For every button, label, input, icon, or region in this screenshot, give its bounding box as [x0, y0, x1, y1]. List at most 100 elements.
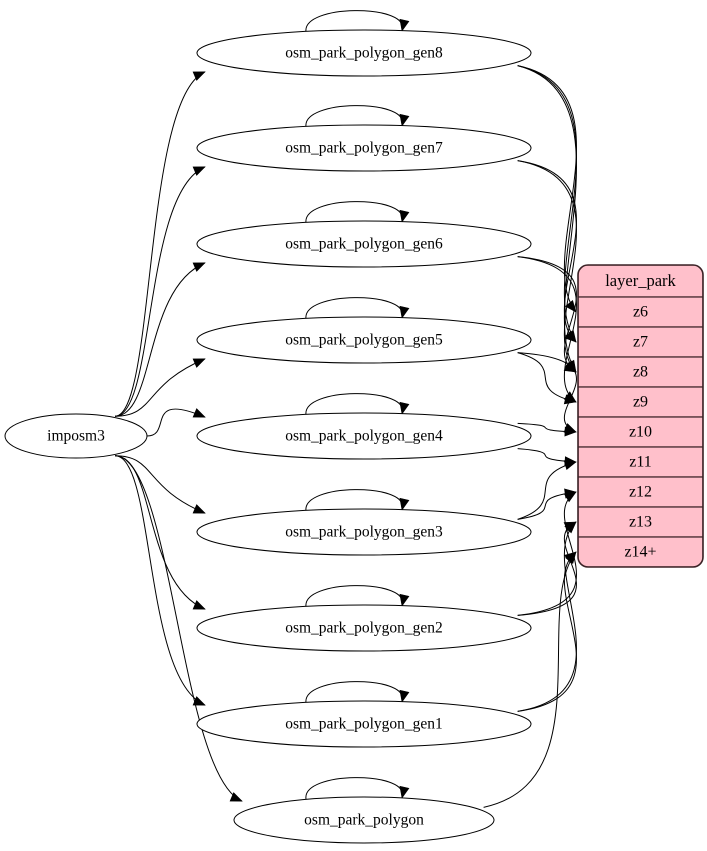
self-loop-arrowhead — [399, 401, 410, 415]
edge-arrowhead — [565, 551, 577, 565]
node-ellipse[interactable] — [196, 700, 532, 748]
edge-table-to-zoom-row — [517, 521, 577, 712]
node-ellipse[interactable] — [196, 316, 532, 364]
graph-node-osm_park_polygon_gen5[interactable]: osm_park_polygon_gen5 — [196, 316, 532, 364]
node-label: osm_park_polygon — [304, 812, 424, 829]
self-loop-edge — [305, 105, 403, 128]
graph-node-osm_park_polygon_gen3[interactable]: osm_park_polygon_gen3 — [196, 508, 532, 556]
edge-table-to-zoom-row — [517, 422, 577, 433]
edge-arrowhead — [229, 792, 243, 802]
node-ellipse[interactable] — [196, 29, 532, 77]
edge-table-to-zoom-row — [483, 551, 577, 808]
table-row-z10[interactable] — [578, 416, 703, 448]
self-loop-arrowhead — [399, 785, 410, 799]
edge-imposm3-to-table — [115, 262, 206, 417]
self-loop-edge — [305, 681, 403, 704]
edge-arrowhead — [563, 491, 577, 503]
edge-table-to-zoom-row — [517, 65, 577, 373]
edge-arrowhead — [192, 71, 206, 81]
self-loop-edge — [305, 297, 403, 320]
self-loop-arrowhead — [399, 497, 410, 511]
node-ellipse[interactable] — [196, 220, 532, 268]
graph-node-osm_park_polygon_gen2[interactable]: osm_park_polygon_gen2 — [196, 604, 532, 652]
edges-layer — [114, 10, 577, 808]
table-row-label: z14+ — [624, 544, 656, 561]
node-ellipse[interactable] — [196, 604, 532, 652]
edge-arrowhead — [564, 300, 577, 313]
self-loop-arrowhead — [399, 305, 410, 319]
self-loop-arrowhead — [399, 113, 410, 127]
edge-arrowhead — [192, 262, 206, 272]
node-label: osm_park_polygon_gen2 — [285, 620, 443, 637]
table-row-z11[interactable] — [578, 446, 703, 478]
node-label: osm_park_polygon_gen7 — [285, 140, 443, 157]
table-row-z14+[interactable] — [578, 536, 703, 567]
graph-node-osm_park_polygon_gen7[interactable]: osm_park_polygon_gen7 — [196, 124, 532, 172]
self-loop-edge — [305, 10, 403, 33]
edge-table-to-zoom-row — [517, 256, 577, 373]
table-row-label: z7 — [633, 334, 648, 351]
edge-table-to-zoom-row — [517, 352, 577, 433]
source-node-ellipse[interactable] — [4, 413, 148, 459]
table-body: layer_park z6 z7 z8 z9 z10 z11 z12 z13 z14+ — [578, 265, 703, 567]
edge-imposm3-to-table — [115, 166, 206, 417]
table-header-cell — [578, 265, 703, 298]
node-ellipse[interactable] — [196, 124, 532, 172]
table-row-label: z10 — [629, 424, 652, 441]
edge-imposm3-to-table — [115, 455, 206, 610]
graph-node-osm_park_polygon_gen1[interactable]: osm_park_polygon_gen1 — [196, 700, 532, 748]
edge-table-to-zoom-row — [517, 160, 577, 343]
edge-table-to-zoom-row — [517, 461, 577, 520]
edge-arrowhead — [564, 426, 577, 437]
self-loop-arrowhead — [399, 593, 410, 607]
edge-arrowhead — [564, 521, 577, 534]
node-label: osm_park_polygon_gen3 — [285, 524, 443, 541]
edge-table-to-zoom-row — [517, 256, 577, 403]
graph-node-osm_park_polygon[interactable]: osm_park_polygon — [233, 796, 495, 844]
edge-table-to-zoom-row — [517, 65, 577, 343]
self-loop-arrowhead — [399, 689, 410, 703]
edge-arrowhead — [192, 358, 206, 368]
node-label: osm_park_polygon_gen5 — [285, 332, 443, 349]
table-row-z6[interactable] — [578, 296, 703, 328]
self-loop-edge — [305, 201, 403, 224]
node-label: osm_park_polygon_gen1 — [285, 716, 443, 733]
edge-imposm3-to-table — [115, 455, 243, 802]
source-node-label: imposm3 — [47, 428, 105, 445]
nodes-layer: osm_park_polygon_gen8 osm_park_polygon_ge… — [4, 29, 532, 844]
graph-node-imposm3[interactable]: imposm3 — [4, 413, 148, 459]
node-ellipse[interactable] — [196, 508, 532, 556]
graph-node-osm_park_polygon_gen8[interactable]: osm_park_polygon_gen8 — [196, 29, 532, 77]
table-row-label: z6 — [633, 304, 648, 321]
node-label: osm_park_polygon_gen4 — [285, 428, 443, 445]
table-row-label: z9 — [633, 394, 648, 411]
self-loop-edge — [305, 489, 403, 512]
edge-table-to-zoom-row — [517, 551, 577, 712]
edge-table-to-zoom-row — [517, 521, 577, 616]
edge-arrowhead — [192, 504, 206, 514]
table-header-label: layer_park — [605, 271, 676, 290]
edge-arrowhead — [192, 166, 206, 176]
table-row-z13[interactable] — [578, 506, 703, 538]
node-label: osm_park_polygon_gen8 — [285, 45, 443, 62]
self-loop-arrowhead — [399, 209, 410, 223]
graph-node-osm_park_polygon_gen6[interactable]: osm_park_polygon_gen6 — [196, 220, 532, 268]
edge-arrowhead — [192, 408, 206, 418]
self-loop-edge — [305, 777, 403, 800]
table-row-label: z13 — [629, 514, 652, 531]
node-label: osm_park_polygon_gen6 — [285, 236, 443, 253]
graph-node-osm_park_polygon_gen4[interactable]: osm_park_polygon_gen4 — [196, 412, 532, 460]
table-row-z7[interactable] — [578, 326, 703, 358]
self-loop-edge — [305, 585, 403, 608]
edge-table-to-zoom-row — [517, 65, 577, 313]
edge-arrowhead — [192, 600, 206, 610]
layer-park-table[interactable]: layer_park z6 z7 z8 z9 z10 z11 z12 z13 z14+ — [577, 264, 704, 568]
node-ellipse[interactable] — [233, 796, 495, 844]
node-ellipse[interactable] — [196, 412, 532, 460]
table-row-label: z8 — [633, 364, 648, 381]
table-row-label: z11 — [629, 454, 652, 471]
table-outer-border — [577, 264, 704, 568]
table-row-label: z12 — [629, 484, 652, 501]
self-loop-edge — [305, 393, 403, 416]
